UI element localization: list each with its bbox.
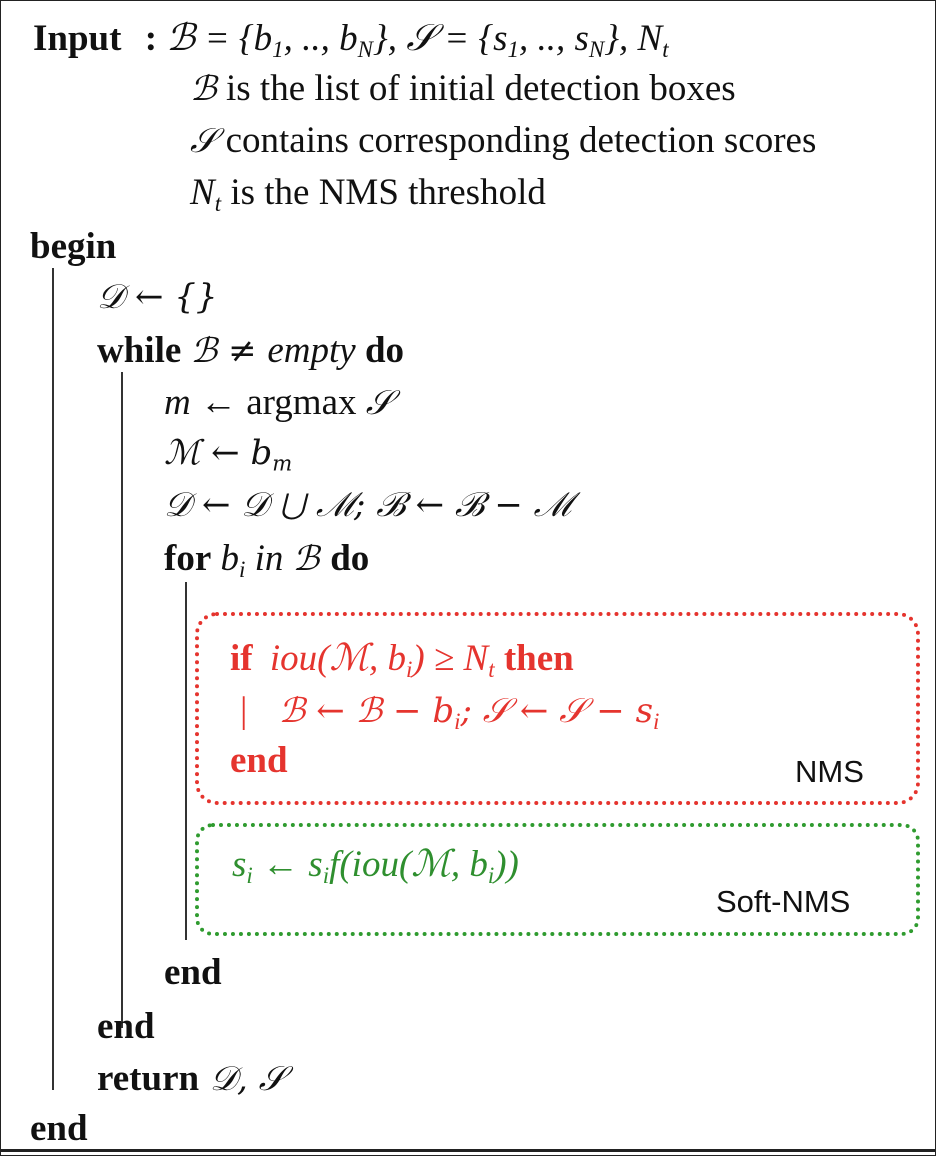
for-line: for bi in ℬ do xyxy=(164,538,370,582)
input-desc-threshold: Nt is the NMS threshold xyxy=(190,172,546,216)
end-while-keyword: end xyxy=(97,1006,155,1047)
nms-box xyxy=(195,612,920,805)
input-formula: ℬ = {b1, .., bN}, 𝒮 = {s1, .., sN}, Nt xyxy=(166,18,669,62)
nms-label: NMS xyxy=(795,754,864,789)
input-keyword: Input xyxy=(33,18,122,59)
input-desc-boxes: ℬ is the list of initial detection boxes xyxy=(190,68,736,109)
while-line: while ℬ ≠ empty do xyxy=(97,330,405,371)
argmax-line: m ← argmax 𝒮 xyxy=(164,382,393,423)
for-block-bar xyxy=(185,582,187,940)
nms-end-keyword: end xyxy=(230,740,288,781)
input-line: Input : ℬ = {b1, .., bN}, 𝒮 = {s1, .., s… xyxy=(33,18,669,62)
begin-keyword: begin xyxy=(30,226,117,267)
return-line: return 𝒟, 𝒮 xyxy=(97,1058,285,1099)
assign-m-line: ℳ ← bm xyxy=(164,433,293,476)
end-for-keyword: end xyxy=(164,952,222,993)
while-block-bar xyxy=(121,372,123,1028)
softnms-formula: si ← sif(iou(ℳ, bi)) xyxy=(232,844,519,888)
softnms-label: Soft-NMS xyxy=(716,884,851,919)
bottom-rule xyxy=(0,1149,936,1152)
input-colon: : xyxy=(144,18,158,59)
init-d-line: 𝒟 ← {} xyxy=(97,277,218,317)
end-main-keyword: end xyxy=(30,1108,88,1149)
softnms-box xyxy=(195,823,920,936)
begin-block-bar xyxy=(52,268,54,1090)
update-line: 𝒟 ← 𝒟 ⋃ ℳ; ℬ ← ℬ − ℳ xyxy=(164,485,572,525)
nms-body-line: | ℬ ← ℬ − bi; 𝒮 ← 𝒮 − si xyxy=(240,690,660,734)
nms-if-line: if iou(ℳ, bi) ≥ Nt then xyxy=(230,638,574,682)
input-desc-scores: 𝒮 contains corresponding detection score… xyxy=(190,120,817,161)
